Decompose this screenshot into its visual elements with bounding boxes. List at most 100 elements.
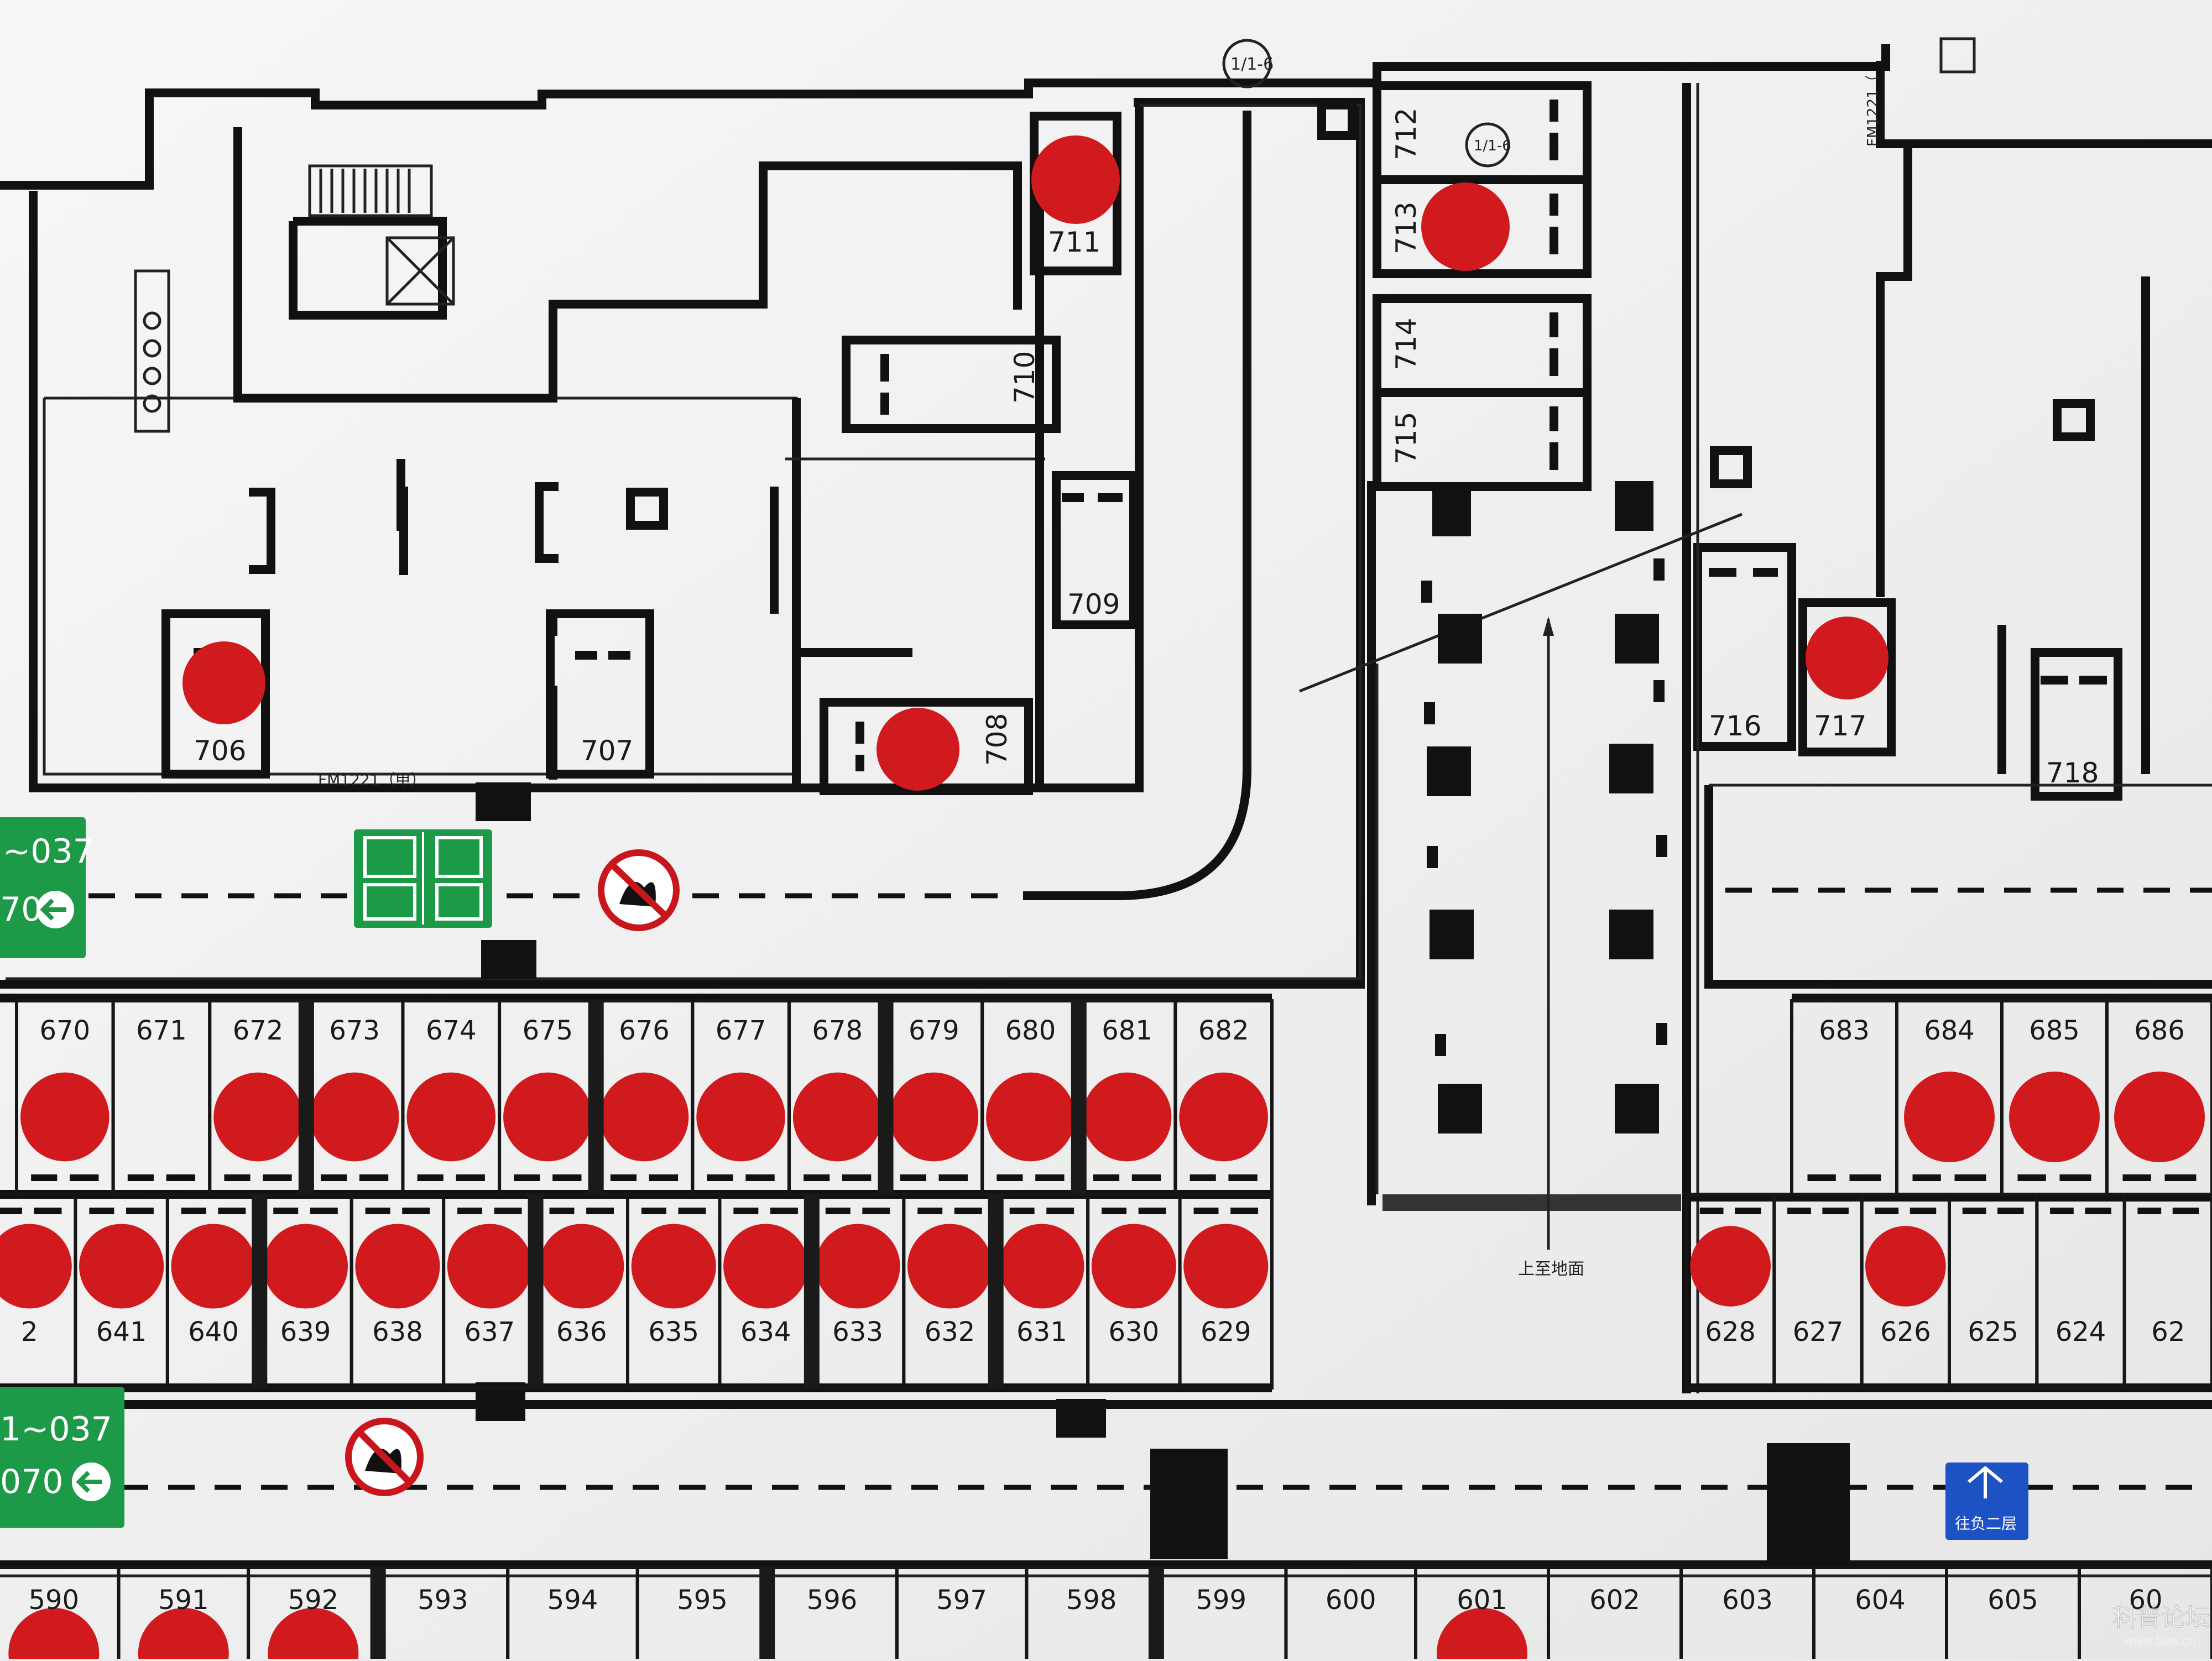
parking-stall[interactable]: 677	[691, 999, 791, 1196]
stall-number: 682	[1198, 1015, 1249, 1046]
sold-dot	[907, 1224, 993, 1309]
stall-number: 627	[1793, 1317, 1844, 1347]
sold-dot	[1437, 1608, 1527, 1661]
sold-dot	[599, 1072, 689, 1162]
parking-stall[interactable]: 601	[1414, 1566, 1550, 1661]
stall-number: 677	[716, 1015, 766, 1046]
stall-number: 636	[556, 1317, 607, 1347]
stall-number: 640	[188, 1317, 239, 1347]
arrow-up-icon	[1968, 1466, 2003, 1498]
sold-dot	[631, 1224, 716, 1309]
stall-number: 678	[812, 1015, 863, 1046]
ramp-area	[1299, 83, 1743, 1393]
sold-dot	[792, 1072, 882, 1162]
watermark-url: www.bbs.cn	[2124, 1634, 2196, 1648]
door-code-label: FM1221（甲）	[318, 771, 426, 789]
stall-number: 596	[807, 1585, 858, 1616]
parking-stall[interactable]: 685	[2000, 999, 2109, 1196]
stall-outline	[2078, 1566, 2212, 1661]
parking-stall[interactable]: 675	[498, 999, 598, 1196]
parking-stall[interactable]: 640	[165, 1193, 262, 1390]
stall-number: 604	[1855, 1585, 1906, 1616]
equipment-column	[134, 269, 170, 433]
parking-stall[interactable]: 681	[1077, 999, 1177, 1196]
parking-stall[interactable]: 60	[2078, 1566, 2212, 1661]
parking-stall[interactable]: 62	[2122, 1193, 2212, 1390]
sold-dot	[20, 1072, 109, 1162]
stall-number: 683	[1819, 1015, 1870, 1046]
structural-column	[1071, 1001, 1087, 1194]
sold-dot	[696, 1072, 785, 1162]
sold-dot	[447, 1224, 532, 1309]
structural-column	[759, 1568, 775, 1661]
stall-number: 641	[96, 1317, 147, 1347]
parking-stall[interactable]: 597	[895, 1566, 1029, 1661]
stall-number: 631	[1016, 1317, 1067, 1347]
stall-number: 633	[832, 1317, 883, 1347]
sold-dot	[1179, 1072, 1269, 1162]
axis-tag-label-small: 1/1-6	[1474, 138, 1511, 154]
watermark: 科普论坛 www.bbs.cn	[2112, 1603, 2210, 1649]
stall-number: 679	[909, 1015, 959, 1046]
stall-number: 592	[288, 1585, 339, 1616]
parking-stall[interactable]: 634	[718, 1193, 813, 1390]
parking-stall[interactable]: 672	[208, 999, 308, 1196]
axis-tag-label: 1/1-6	[1230, 55, 1274, 74]
direction-sign-top: ~037 70	[0, 817, 94, 958]
room-label-716: 716	[1709, 710, 1761, 742]
parking-stall[interactable]: 592	[247, 1566, 380, 1661]
sold-dot	[310, 1072, 399, 1162]
parking-stall[interactable]: 629	[1178, 1193, 1274, 1390]
room-label-717: 717	[1814, 710, 1866, 742]
annotations: FM1221（甲） FM1221（ 1/1-6 1/1-6 上至地面	[318, 39, 1881, 1279]
parking-stall[interactable]: 2	[0, 1193, 77, 1390]
stall-number: 629	[1201, 1317, 1251, 1347]
sold-dot	[1865, 1226, 1946, 1307]
stall-number: 672	[233, 1015, 284, 1046]
stall-number: 628	[1705, 1317, 1756, 1347]
room-label-707: 707	[581, 735, 633, 767]
sold-dot	[1421, 182, 1510, 271]
direction-sign-bottom: 1~037 070	[0, 1387, 124, 1528]
parking-stall[interactable]: 682	[1173, 999, 1274, 1196]
ramp-direction-label: 上至地面	[1518, 1260, 1584, 1279]
sold-dot	[1183, 1224, 1269, 1309]
room-label-706: 706	[194, 735, 246, 767]
stall-number: 676	[619, 1015, 670, 1046]
axis-tag-circle-small	[1465, 122, 1510, 168]
parking-stall[interactable]: 625	[1948, 1193, 2039, 1390]
stall-number: 594	[547, 1585, 598, 1616]
sold-dot	[1082, 1072, 1172, 1162]
stall-number: 602	[1589, 1585, 1640, 1616]
stall-number: 632	[925, 1317, 975, 1347]
parking-stall[interactable]: 626	[1860, 1193, 1952, 1390]
ramp-columns	[1421, 481, 1667, 1134]
room-sold-dots	[182, 135, 1888, 791]
parking-stall[interactable]: 684	[1895, 999, 2004, 1196]
sold-dot	[0, 1224, 72, 1309]
sold-dot	[1904, 1072, 1995, 1162]
parking-stall[interactable]: 591	[117, 1566, 251, 1661]
room-label-713: 713	[1390, 202, 1422, 254]
structural-column	[252, 1194, 268, 1388]
room-label-711: 711	[1048, 226, 1100, 258]
room-labels: 706 707 708 709 710 711 712 713 714 715 …	[194, 108, 2099, 789]
parking-stall[interactable]: 635	[626, 1193, 722, 1390]
sold-dot	[268, 1608, 359, 1661]
emergency-exit-sign-icon	[354, 829, 492, 928]
sold-dot	[355, 1224, 440, 1309]
direction-sign-bottom-range: 1~037	[0, 1410, 112, 1449]
parking-stall[interactable]: 637	[442, 1193, 538, 1390]
parking-stall[interactable]: 632	[902, 1193, 998, 1390]
structural-column	[1148, 1568, 1164, 1661]
sold-dot	[182, 641, 265, 724]
sold-dot	[213, 1072, 302, 1162]
stall-number: 593	[418, 1585, 468, 1616]
room-boxes	[161, 81, 2122, 801]
stall-number: 605	[1987, 1585, 2038, 1616]
parking-stall[interactable]: 674	[401, 999, 502, 1196]
interior-marks	[249, 37, 2095, 574]
structural-column	[878, 1001, 894, 1194]
